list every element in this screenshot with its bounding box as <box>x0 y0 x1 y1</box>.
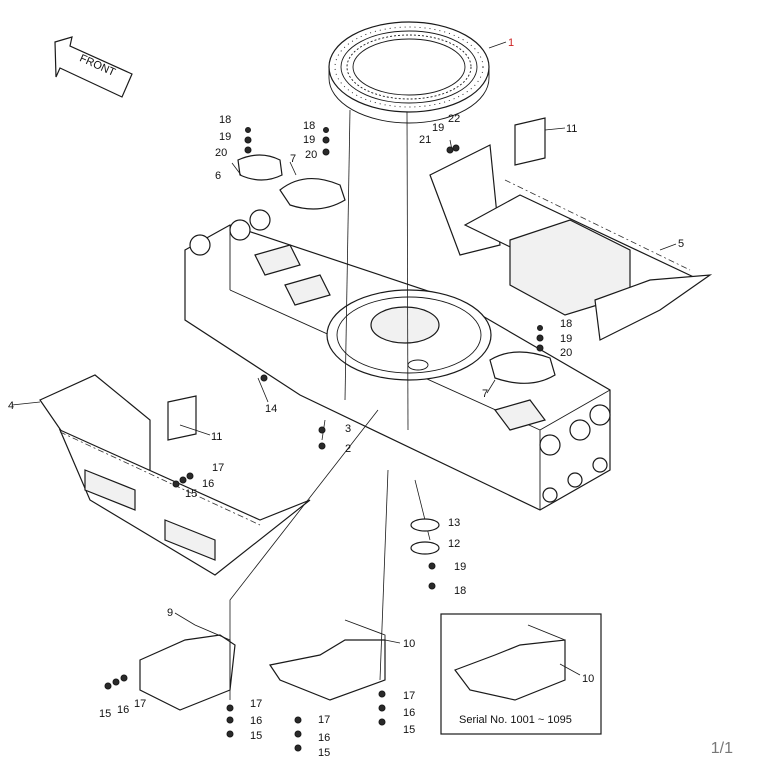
callout-label: 21 <box>419 134 431 146</box>
callout-labels: 1 2 3 4 5 6 7 7 9 10 10 11 11 12 13 14 1… <box>8 37 684 759</box>
track-frame-left <box>39 374 311 576</box>
callout-label: 12 <box>448 538 460 550</box>
center-frame <box>184 209 611 511</box>
callout-label: 6 <box>215 170 221 182</box>
swing-bearing <box>328 21 490 124</box>
callout-label: 16 <box>318 732 330 744</box>
callout-label: 5 <box>678 238 684 250</box>
callout-label: 15 <box>99 708 111 720</box>
callout-label: 1 <box>508 37 514 49</box>
callout-label: 16 <box>403 707 415 719</box>
callout-label: 9 <box>167 607 173 619</box>
callout-label: 18 <box>560 318 572 330</box>
callout-label: 19 <box>219 131 231 143</box>
callout-label: 17 <box>403 690 415 702</box>
callout-label: 10 <box>582 673 594 685</box>
page-indicator: 1/1 <box>710 740 733 757</box>
callout-label: 20 <box>305 149 317 161</box>
callout-label: 15 <box>403 724 415 736</box>
callout-label: 19 <box>303 134 315 146</box>
callout-label: 22 <box>448 113 460 125</box>
callout-label: 20 <box>560 347 572 359</box>
callout-label: 19 <box>454 561 466 573</box>
callout-label: 16 <box>250 715 262 727</box>
callout-label: 15 <box>185 488 197 500</box>
under-cover-10 <box>269 619 386 701</box>
callout-label: 18 <box>454 585 466 597</box>
callout-label: 10 <box>403 638 415 650</box>
callout-label: 3 <box>345 423 351 435</box>
callout-label: 17 <box>318 714 330 726</box>
serial-note: Serial No. 1001 ~ 1095 <box>459 714 572 726</box>
fasteners <box>104 127 544 752</box>
callout-label: 15 <box>318 747 330 759</box>
callout-label: 16 <box>117 704 129 716</box>
serial-inset: Serial No. 1001 ~ 1095 <box>440 613 602 735</box>
callout-label: 13 <box>448 517 460 529</box>
callout-label: 17 <box>134 698 146 710</box>
front-arrow: FRONT <box>54 36 133 98</box>
callout-label: 17 <box>212 462 224 474</box>
callout-label: 7 <box>290 153 296 165</box>
callout-label: 14 <box>265 403 277 415</box>
callout-label: 7 <box>482 388 488 400</box>
callout-label: 19 <box>560 333 572 345</box>
callout-label: 4 <box>8 400 14 412</box>
callout-label: 2 <box>345 443 351 455</box>
callout-label: 11 <box>566 123 577 135</box>
cover-plates <box>237 154 556 384</box>
callout-label: 11 <box>211 431 222 443</box>
track-frame-right <box>429 117 713 341</box>
callout-label: 18 <box>303 120 315 132</box>
callout-label: 15 <box>250 730 262 742</box>
callout-label: 16 <box>202 478 214 490</box>
callout-label: 19 <box>432 122 444 134</box>
callout-label: 18 <box>219 114 231 126</box>
callout-label: 20 <box>215 147 227 159</box>
lead-lines <box>11 41 677 700</box>
under-cover-9 <box>139 624 236 711</box>
callout-label: 17 <box>250 698 262 710</box>
